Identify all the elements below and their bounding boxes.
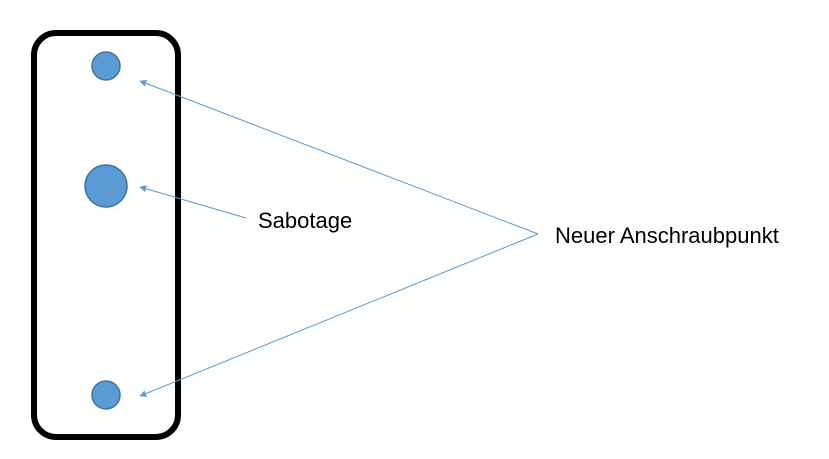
mounting-plate: [31, 30, 181, 440]
tamper-hole: [84, 164, 128, 208]
new-mount-point-label: Neuer Anschraubpunkt: [555, 223, 779, 248]
mounting-hole-top: [91, 51, 121, 81]
arrow-to-tamper-hole: [139, 185, 247, 219]
tamper-label: Sabotage: [258, 208, 352, 233]
arrow-to-top-mount-point: [139, 79, 539, 235]
mounting-hole-bottom: [91, 380, 121, 410]
arrow-to-bottom-mount-point: [139, 233, 539, 397]
